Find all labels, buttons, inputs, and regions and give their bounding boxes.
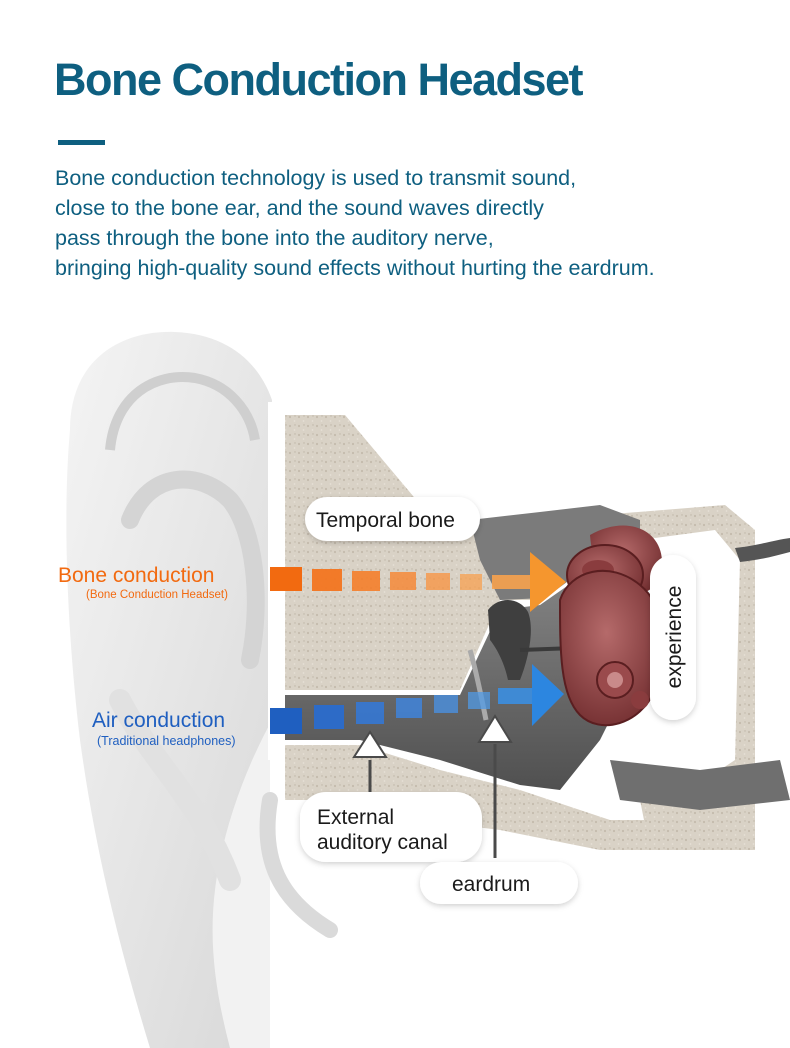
air-conduction-sublabel: (Traditional headphones) <box>97 734 236 748</box>
eardrum-text: eardrum <box>452 873 530 896</box>
eardrum-pointer <box>477 714 513 858</box>
eardrum-label: eardrum <box>420 862 578 904</box>
bone-conduction-arrow <box>270 552 566 612</box>
auditory-canal <box>285 548 640 790</box>
auditory-nerve <box>735 538 790 562</box>
intro-paragraph: Bone conduction technology is used to tr… <box>55 163 775 283</box>
intro-line: bringing high-quality sound effects with… <box>55 256 655 280</box>
temporal-bone-text: Temporal bone <box>316 509 455 532</box>
experience-text: experience <box>663 586 686 689</box>
title-underline <box>58 140 105 145</box>
intro-line: pass through the bone into the auditory … <box>55 226 494 250</box>
experience-label: experience <box>650 555 696 720</box>
bone-conduction-sublabel: (Bone Conduction Headset) <box>86 589 228 601</box>
temporal-bone-label: Temporal bone <box>305 497 480 541</box>
canal-text-line2: auditory canal <box>317 831 448 854</box>
page-title: Bone Conduction Headset <box>54 54 584 105</box>
cochlea <box>558 525 665 727</box>
lower-bone <box>285 745 700 850</box>
external-auditory-canal-label: External auditory canal <box>300 792 482 862</box>
outer-ear <box>66 331 338 1048</box>
bone-conduction-label: Bone conduction <box>58 564 214 587</box>
canal-text-line1: External <box>317 806 394 829</box>
air-conduction-arrow <box>270 664 564 734</box>
air-conduction-label: Air conduction <box>92 709 225 732</box>
intro-line: close to the bone ear, and the sound wav… <box>55 196 544 220</box>
ossicles <box>488 600 531 680</box>
intro-line: Bone conduction technology is used to tr… <box>55 166 577 190</box>
